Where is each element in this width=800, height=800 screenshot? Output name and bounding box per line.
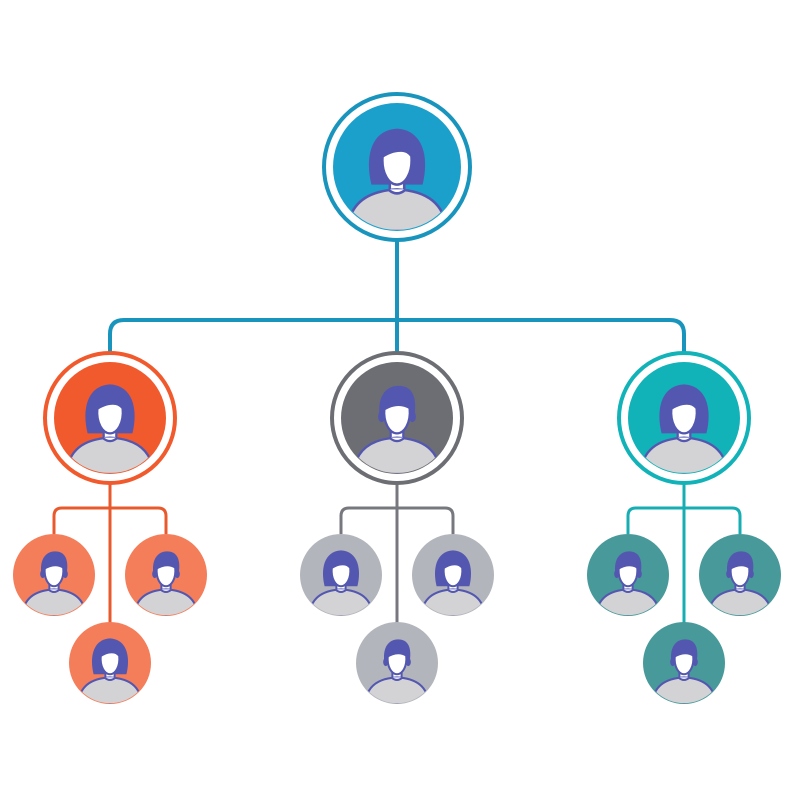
person-female-icon [420,550,486,616]
center-child-node-2 [412,534,494,616]
center-bracket-line [339,506,455,534]
person-female-icon [639,384,729,474]
center-child-node-1 [300,534,382,616]
connector-lines [52,239,742,624]
left-child-node-3 [69,622,151,704]
person-female-icon [346,128,448,230]
center-child-node-3 [356,622,438,704]
person-female-icon [77,638,143,704]
right-manager-node [617,351,751,485]
right-bracket-line [626,506,742,534]
center-manager-node [330,351,464,485]
person-male-icon [364,639,430,704]
person-male-icon [595,551,661,616]
person-male-icon [352,385,442,474]
left-manager-node [43,351,177,485]
right-child-node-1 [587,534,669,616]
person-female-icon [308,550,374,616]
person-nodes [13,92,781,704]
person-male-icon [651,639,717,704]
person-male-icon [133,551,199,616]
person-male-icon [707,551,773,616]
left-child-node-1 [13,534,95,616]
root-node [322,92,472,242]
left-bracket-line [52,506,168,534]
person-female-icon [65,384,155,474]
person-male-icon [21,551,87,616]
right-child-node-2 [699,534,781,616]
left-child-node-2 [125,534,207,616]
right-child-node-3 [643,622,725,704]
